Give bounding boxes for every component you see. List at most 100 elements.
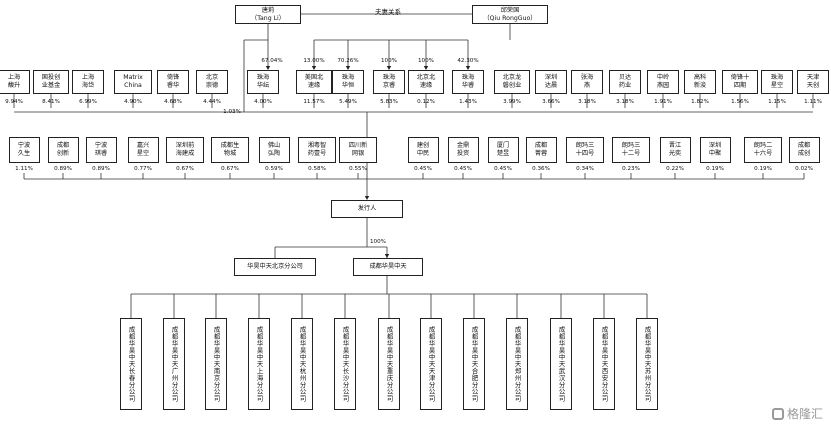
arrow-qiu-branch (465, 66, 471, 70)
shareholder-row1-pct: 1.56% (731, 99, 749, 105)
shareholder-row2-box: 深圳前 海建成 (166, 137, 204, 163)
shareholder-row1-pct: 1.91% (654, 99, 672, 105)
shareholder-row1-box: 张海 燕 (571, 70, 603, 94)
arrow-tang-huayun (265, 66, 271, 70)
branch-office-box: 成都华昊中天重庆分公司 (378, 318, 400, 410)
shareholder-row1-box: 珠海 华恒 (332, 70, 364, 94)
arrow-qiu-branch (345, 66, 351, 70)
shareholder-row2-pct: 0.58% (308, 166, 326, 172)
shareholder-row2-pct: 0.34% (576, 166, 594, 172)
issuer-box: 发行人 (331, 200, 403, 218)
branch-office-box: 成都华昊中天杭州分公司 (291, 318, 313, 410)
qiu-branch-pct: 42.30% (457, 58, 479, 64)
branch-office-box: 成都华昊中天西安分公司 (593, 318, 615, 410)
shareholder-row2-box: 金鼎 投资 (447, 137, 479, 163)
beijing-branch-box: 华昊中天北京分公司 (234, 258, 316, 276)
shareholder-row1-pct: 5.49% (339, 99, 357, 105)
issuer-sub-pct: 100% (370, 239, 386, 245)
shareholder-row1-box: 珠海 京睿 (373, 70, 405, 94)
shareholder-row1-box: 国投创 业基金 (33, 70, 69, 94)
qiu-branch-pct: 70.26% (337, 58, 359, 64)
shareholder-row1-pct: 3.18% (616, 99, 634, 105)
shareholder-row1-box: 美国北 速缘 (296, 70, 332, 94)
watermark: 格隆汇 (771, 405, 823, 422)
shareholder-row1-pct: 11.57% (303, 99, 325, 105)
shareholder-row1-box: 珠海 华纭 (247, 70, 279, 94)
qiu-branch-pct: 100% (418, 58, 434, 64)
shareholder-row1-pct: 4.90% (124, 99, 142, 105)
shareholder-row1-box: 倚锋 睿华 (157, 70, 189, 94)
branch-office-box: 成都华昊中天合肥分公司 (463, 318, 485, 410)
shareholder-row1-pct: 3.66% (542, 99, 560, 105)
shareholder-row1-box: Matrix China (114, 70, 152, 94)
shareholder-row2-box: 成都 成创 (788, 137, 820, 163)
branch-office-box: 成都华昊中天广州分公司 (163, 318, 185, 410)
shareholder-row2-box: 晋江 光奕 (659, 137, 691, 163)
shareholder-row1-box: 贝达 药业 (609, 70, 641, 94)
shareholder-row2-pct: 0.77% (134, 166, 152, 172)
shareholder-row1-pct: 0.12% (417, 99, 435, 105)
shareholder-row2-box: 湘粤智 药壹号 (298, 137, 336, 163)
shareholder-row2-box: 厦门 楚昱 (487, 137, 519, 163)
shareholder-row2-box: 深圳 中聚 (699, 137, 731, 163)
qiu-branch-pct: 13.00% (303, 58, 325, 64)
shareholder-row2-box: 朗玛三 十二号 (612, 137, 650, 163)
branch-office-box: 成都华昊中天天津分公司 (420, 318, 442, 410)
watermark-text: 格隆汇 (786, 407, 823, 421)
shareholder-row2-pct: 0.89% (54, 166, 72, 172)
shareholder-row1-box: 高科 新浚 (684, 70, 716, 94)
branch-office-box: 成都华昊中天武汉分公司 (550, 318, 572, 410)
shareholder-row1-box: 倚锋十 四期 (722, 70, 758, 94)
shareholder-row2-pct: 0.67% (221, 166, 239, 172)
shareholder-row1-box: 北京 崇德 (196, 70, 228, 94)
branch-office-box: 成都华昊中天郑州分公司 (506, 318, 528, 410)
shareholder-row2-box: 成都生 物城 (211, 137, 249, 163)
shareholder-row2-pct: 0.89% (92, 166, 110, 172)
shareholder-row1-box: 珠海 星空 (761, 70, 793, 94)
shareholder-row1-pct: 9.94% (5, 99, 23, 105)
shareholder-row1-box: 上海 馥升 (0, 70, 30, 94)
shareholder-row2-box: 宁波 久生 (8, 137, 40, 163)
shareholder-row1-pct: 4.00% (254, 99, 272, 105)
shareholder-row1-pct: 4.68% (164, 99, 182, 105)
shareholder-row2-box: 建创 中民 (407, 137, 439, 163)
shareholder-row1-pct: 8.41% (42, 99, 60, 105)
arrow-qiu-branch (311, 66, 317, 70)
shareholder-row2-box: 宁波 琪睿 (85, 137, 117, 163)
shareholder-row1-box: 深圳 达晨 (535, 70, 567, 94)
shareholder-row2-pct: 0.45% (414, 166, 432, 172)
shareholder-row1-box: 珠海 华睿 (452, 70, 484, 94)
tang-huayun-pct: 67.04% (261, 58, 283, 64)
shareholder-row1-pct: 5.83% (380, 99, 398, 105)
shareholder-row2-pct: 0.22% (666, 166, 684, 172)
shareholder-row2-box: 嘉兴 星空 (127, 137, 159, 163)
shareholder-row2-pct: 0.55% (349, 166, 367, 172)
shareholder-row2-pct: 0.45% (494, 166, 512, 172)
shareholder-row1-box: 北京北 速缘 (408, 70, 444, 94)
founder-tang-li-box: 唐莉 （Tang Li） (235, 5, 301, 24)
shareholder-row2-box: 佛山 弘陶 (258, 137, 290, 163)
shareholder-row1-box: 中岭 燕园 (647, 70, 679, 94)
shareholder-row2-pct: 1.11% (15, 166, 33, 172)
shareholder-row1-box: 北京龙 磐创业 (494, 70, 530, 94)
shareholder-row1-pct: 1.15% (768, 99, 786, 105)
shareholder-row1-pct: 3.99% (503, 99, 521, 105)
shareholder-row2-box: 四川新 网银 (339, 137, 377, 163)
chengdu-subsidiary-box: 成都华昊中天 (353, 258, 423, 276)
arrow-qiu-branch (386, 66, 392, 70)
branch-office-box: 成都华昊中天上海分公司 (248, 318, 270, 410)
shareholder-row1-pct: 1.11% (804, 99, 822, 105)
founder-qiu-rongguo-box: 邱荣国 （Qiu RongGuo） (472, 5, 548, 24)
branch-office-box: 成都华昊中天南京分公司 (205, 318, 227, 410)
shareholder-row2-pct: 0.67% (176, 166, 194, 172)
arrow-chengdu-sub (384, 254, 390, 258)
shareholder-row2-pct: 0.02% (795, 166, 813, 172)
shareholder-row1-box: 上海 海岱 (72, 70, 104, 94)
shareholder-row1-pct: 3.18% (578, 99, 596, 105)
branch-office-box: 成都华昊中天苏州分公司 (636, 318, 658, 410)
shareholder-row2-pct: 0.36% (532, 166, 550, 172)
qiu-branch-pct: 100% (381, 58, 397, 64)
shareholder-row2-box: 朗玛二 十六号 (744, 137, 782, 163)
